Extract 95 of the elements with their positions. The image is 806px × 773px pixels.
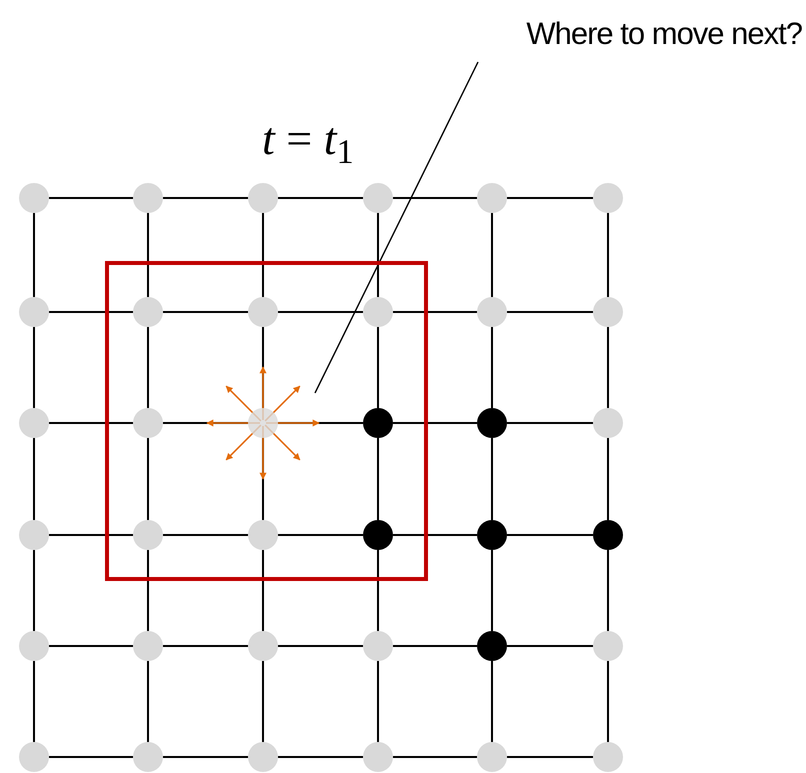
grid-line — [262, 550, 264, 631]
grid-node — [19, 183, 49, 213]
grid-line — [393, 197, 477, 199]
grid-node — [593, 183, 623, 213]
grid-node — [133, 520, 163, 550]
grid-line — [147, 213, 149, 297]
grid-line — [393, 645, 477, 647]
grid-line — [49, 311, 133, 313]
grid-node — [363, 297, 393, 327]
grid-line — [278, 645, 363, 647]
grid-line — [607, 213, 609, 297]
leader-line — [314, 62, 479, 394]
grid-line — [507, 422, 593, 424]
grid-line — [377, 213, 379, 297]
filled-node — [363, 408, 393, 438]
filled-node — [593, 520, 623, 550]
grid-line — [33, 661, 35, 742]
grid-line — [377, 438, 379, 520]
grid-line — [491, 327, 493, 408]
grid-node — [477, 742, 507, 772]
grid-line — [393, 756, 477, 758]
grid-line — [278, 756, 363, 758]
grid-line — [262, 213, 264, 297]
grid-line — [278, 197, 363, 199]
grid-node — [477, 297, 507, 327]
grid-line — [147, 327, 149, 408]
grid-node — [19, 631, 49, 661]
grid-node — [19, 297, 49, 327]
grid-line — [491, 661, 493, 742]
grid-node — [248, 408, 278, 438]
grid-line — [377, 327, 379, 408]
grid-node — [248, 297, 278, 327]
grid-line — [393, 534, 477, 536]
grid-node — [133, 297, 163, 327]
grid-line — [507, 645, 593, 647]
grid-line — [33, 550, 35, 631]
filled-node — [477, 520, 507, 550]
grid-line — [49, 422, 133, 424]
grid-node — [363, 183, 393, 213]
grid-line — [393, 422, 477, 424]
grid-node — [363, 742, 393, 772]
grid-node — [593, 297, 623, 327]
grid-node — [593, 408, 623, 438]
grid-line — [278, 311, 363, 313]
grid-line — [163, 197, 248, 199]
grid-node — [593, 742, 623, 772]
grid-line — [278, 534, 363, 536]
grid-line — [393, 311, 477, 313]
filled-node — [477, 408, 507, 438]
grid-line — [507, 756, 593, 758]
grid-node — [133, 183, 163, 213]
grid-line — [49, 756, 133, 758]
time-label: t = t$_{1}$ — [262, 113, 354, 164]
grid-line — [147, 438, 149, 520]
filled-node — [477, 631, 507, 661]
grid-line — [33, 213, 35, 297]
grid-line — [33, 438, 35, 520]
grid-line — [163, 534, 248, 536]
grid-node — [133, 631, 163, 661]
grid-node — [248, 742, 278, 772]
grid-node — [477, 183, 507, 213]
grid-line — [607, 438, 609, 520]
grid-line — [147, 661, 149, 742]
grid-line — [607, 327, 609, 408]
grid-line — [49, 197, 133, 199]
grid-node — [19, 742, 49, 772]
filled-node — [363, 520, 393, 550]
grid-line — [607, 550, 609, 631]
grid-line — [491, 438, 493, 520]
grid-node — [248, 631, 278, 661]
grid-line — [33, 327, 35, 408]
grid-node — [593, 631, 623, 661]
grid-node — [19, 408, 49, 438]
grid-node — [248, 520, 278, 550]
grid-line — [163, 756, 248, 758]
grid-line — [491, 213, 493, 297]
grid-node — [248, 183, 278, 213]
grid-line — [507, 197, 593, 199]
grid-line — [147, 550, 149, 631]
grid-line — [607, 661, 609, 742]
grid-line — [49, 645, 133, 647]
grid-node — [363, 631, 393, 661]
grid-line — [507, 311, 593, 313]
grid-line — [262, 661, 264, 742]
grid-node — [19, 520, 49, 550]
grid-line — [163, 645, 248, 647]
grid-node — [133, 408, 163, 438]
grid-line — [507, 534, 593, 536]
question-text: Where to move next? — [526, 14, 802, 53]
grid-node — [133, 742, 163, 772]
grid-line — [377, 550, 379, 631]
grid-line — [163, 311, 248, 313]
grid-line — [491, 550, 493, 631]
grid-line — [49, 534, 133, 536]
grid-line — [377, 661, 379, 742]
